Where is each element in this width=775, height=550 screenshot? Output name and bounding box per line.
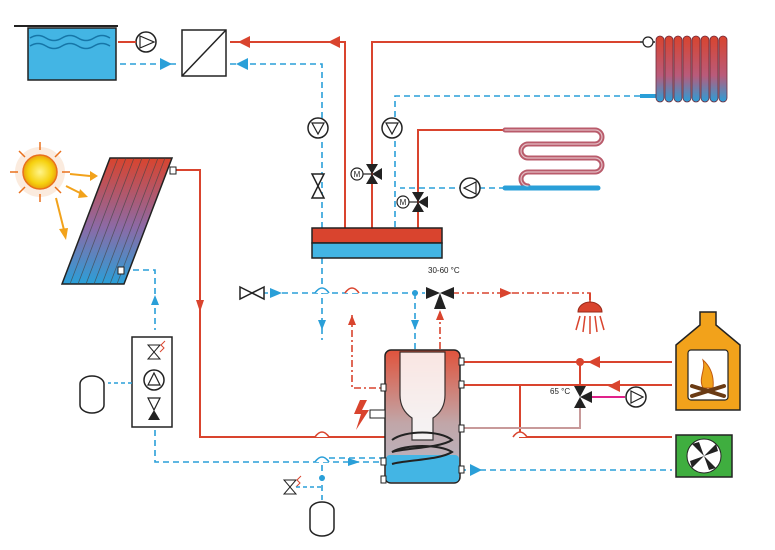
pipe-crossovers [314,287,528,463]
solar-collector [60,157,177,285]
check-valve-icon [310,173,326,199]
pump-icon [118,31,157,53]
storage-tank [369,349,465,484]
expansion-vessel-left [79,375,132,414]
heat-exchanger [181,29,227,77]
junction-dot [412,290,418,296]
pump-icon [459,177,481,199]
radiator [640,35,728,103]
sun [10,142,70,202]
buffer-manifold [311,227,443,259]
expansion-vessel-bottom [309,475,335,537]
cold-water-tank [14,25,118,81]
safety-valve-icon [282,475,322,495]
mixing-valve-icon: 30-60 °C [426,266,460,309]
motorized-valve-icon: M [350,164,382,184]
motor-label: M [354,170,361,179]
flow-arrows [151,36,620,476]
pump-icon [381,117,403,139]
warm-return-pipes [460,405,581,429]
mixing-valve-icon: 65 °C [550,386,592,408]
heat-pump [675,434,733,478]
floor-heating-coil [502,127,605,191]
electric-heater-icon [354,400,369,430]
gate-valve-icon [239,285,265,301]
solar-pump-station [131,336,173,428]
mix-temp-label: 30-60 °C [428,266,460,275]
motor-label: M [400,198,407,207]
shower [575,293,605,334]
junction-dot [576,358,584,366]
boiler-temp-label: 65 °C [550,387,570,396]
fireplace-boiler [675,311,741,411]
cold-pipes [120,63,672,500]
pump-icon [307,117,329,139]
sun-ray-arrows [55,171,98,240]
pump-icon [625,386,647,408]
motorized-valve-icon: M [396,192,428,212]
